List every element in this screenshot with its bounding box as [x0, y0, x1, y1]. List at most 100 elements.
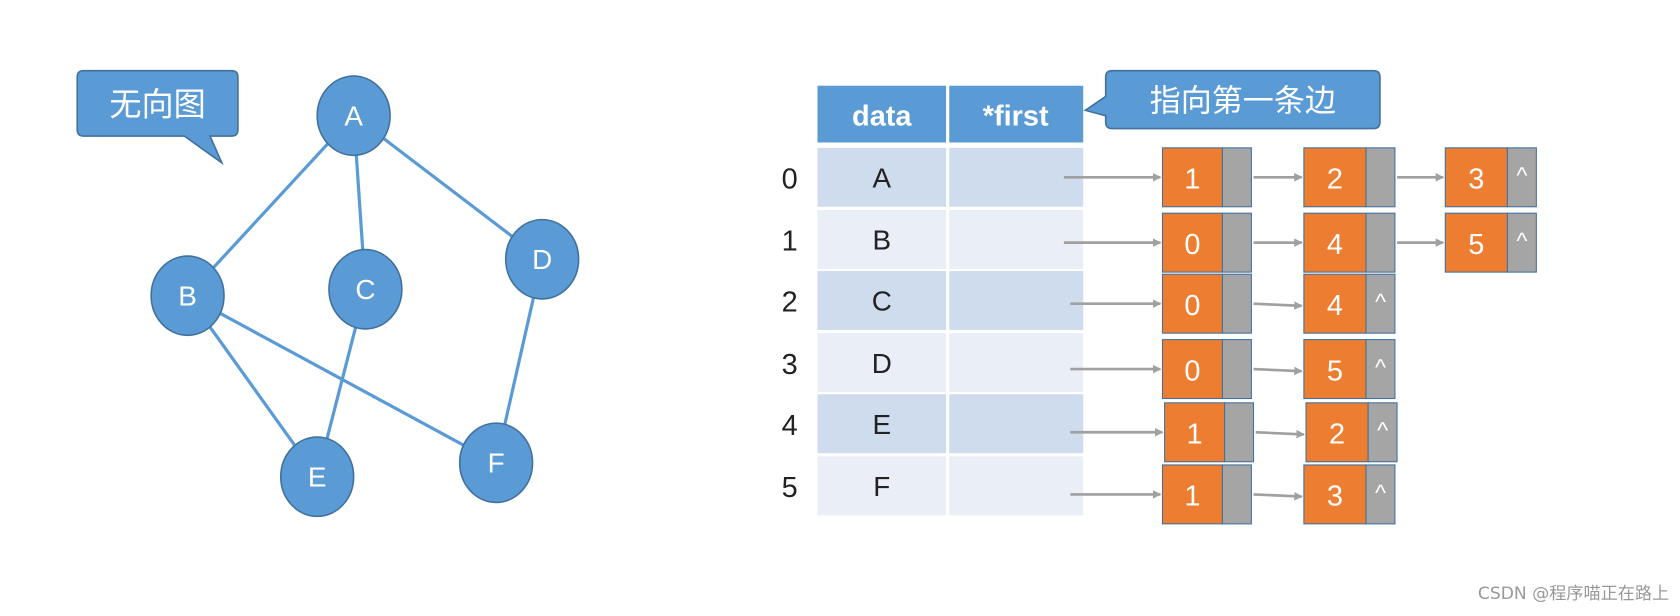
adjvex-value: 4: [1327, 229, 1343, 261]
null-pointer: ^: [1516, 228, 1527, 254]
first-edge-callout-text: 指向第一条边: [1150, 83, 1336, 119]
data-cell: [817, 271, 947, 330]
edge-node: 3^: [1444, 147, 1537, 208]
vertex-A: A: [316, 75, 391, 157]
adjvex-cell: [1161, 339, 1223, 400]
first-cell: [949, 456, 1084, 516]
edge-A-D: [352, 114, 544, 261]
next-cell: [1221, 273, 1252, 334]
adjvex-value: 0: [1184, 229, 1200, 261]
data-cell: [817, 333, 947, 393]
header-data-cell: [817, 85, 947, 143]
edge-node: 1: [1161, 147, 1252, 208]
first-cell: [949, 209, 1084, 269]
adjvex-value: 1: [1187, 419, 1203, 451]
first-cell: [949, 271, 1084, 330]
edge-A-B: [186, 114, 355, 297]
vertex-label: B: [178, 280, 197, 311]
first-cell: [949, 333, 1084, 393]
data-cell: [817, 209, 947, 269]
graph-callout: 无向图: [76, 69, 239, 166]
vertex-F: F: [458, 422, 534, 504]
next-cell: [1221, 212, 1252, 273]
adjvex-cell: [1161, 212, 1223, 273]
adjvex-value: 0: [1184, 290, 1200, 322]
next-cell: [1506, 147, 1537, 208]
edge-node: 1: [1164, 402, 1255, 463]
data-value: F: [873, 471, 890, 502]
watermark: CSDN @程序喵正在路上: [1478, 584, 1669, 604]
vertex-C: C: [328, 248, 403, 330]
null-pointer: ^: [1377, 417, 1388, 443]
vertex-label: E: [308, 461, 327, 492]
vertex-label: A: [344, 100, 363, 131]
data-value: B: [872, 225, 891, 256]
row-index: 2: [782, 287, 798, 319]
vertex-circle: [316, 75, 391, 157]
adjvex-value: 5: [1327, 355, 1343, 387]
next-pointer-arrow: [1253, 491, 1303, 501]
next-cell: [1224, 402, 1255, 463]
adjvex-cell: [1303, 339, 1367, 400]
vertex-circle: [458, 422, 534, 504]
adjvex-cell: [1303, 147, 1367, 208]
row-index: 4: [782, 410, 798, 442]
edge-node: 4^: [1303, 273, 1396, 334]
edge-node: 0: [1161, 273, 1252, 334]
next-pointer-arrow: [1255, 429, 1305, 439]
adjvex-value: 4: [1327, 290, 1343, 322]
adjvex-value: 3: [1327, 481, 1343, 513]
data-value: D: [872, 348, 892, 379]
edge-list-5: 1 3 ^: [1070, 464, 1396, 525]
next-cell: [1221, 464, 1252, 525]
null-pointer: ^: [1375, 289, 1386, 315]
next-cell: [1365, 273, 1396, 334]
null-pointer: ^: [1375, 479, 1386, 505]
vertex-B: B: [150, 255, 225, 337]
vertex-circle: [150, 255, 225, 337]
adjvex-value: 2: [1327, 164, 1343, 196]
adjvex-cell: [1303, 273, 1367, 334]
row-index: 5: [782, 472, 798, 504]
next-cell: [1221, 147, 1252, 208]
next-cell: [1221, 339, 1252, 400]
null-pointer: ^: [1516, 162, 1527, 188]
data-cell: [817, 147, 947, 207]
row-index: 0: [782, 164, 798, 196]
data-value: E: [872, 409, 891, 440]
edge-node: 5^: [1444, 212, 1537, 273]
edge-node: 4: [1303, 212, 1396, 273]
adjvex-value: 3: [1468, 164, 1484, 196]
adjvex-value: 5: [1468, 229, 1484, 261]
edge-node: 2^: [1305, 402, 1398, 463]
vertex-circle: [328, 248, 403, 330]
edge-node: 1: [1161, 464, 1252, 525]
next-cell: [1367, 402, 1398, 463]
adjvex-cell: [1303, 212, 1367, 273]
edge-node: 0: [1161, 212, 1252, 273]
adjvex-cell: [1444, 212, 1508, 273]
data-value: C: [872, 286, 892, 317]
next-cell: [1506, 212, 1537, 273]
adjvex-cell: [1161, 273, 1223, 334]
next-cell: [1365, 147, 1396, 208]
adjvex-value: 1: [1184, 481, 1200, 513]
first-edge-callout: 指向第一条边: [1083, 69, 1381, 130]
adjvex-cell: [1305, 402, 1369, 463]
next-cell: [1365, 464, 1396, 525]
data-cell: [817, 394, 947, 454]
